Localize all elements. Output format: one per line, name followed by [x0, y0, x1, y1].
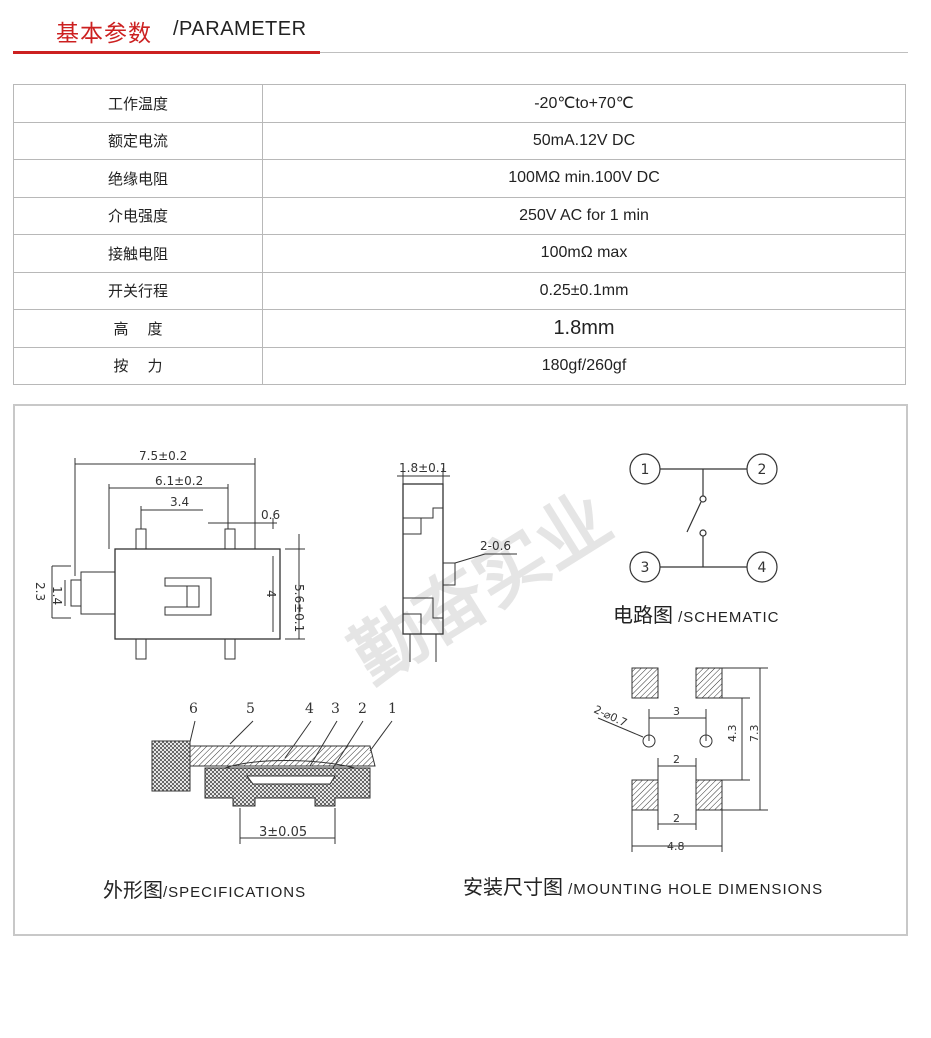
callout-3: 3: [331, 701, 340, 717]
param-label: 按 力: [13, 346, 263, 385]
watermark-text: 勤奋实业: [337, 476, 626, 700]
pin-2-label: 2: [758, 462, 767, 478]
dim-side-pin: 2-0.6: [480, 539, 511, 553]
table-row: 接触电阻 100mΩ max: [13, 234, 906, 273]
section-header: 基本参数 /PARAMETER: [0, 0, 931, 56]
table-row: 工作温度 -20℃to+70℃: [13, 84, 906, 123]
callout-1: 1: [388, 701, 397, 717]
dim-height-total: 5.6±0.1: [292, 584, 306, 632]
section-callouts: 6 5 4 3 2 1 3±0.05: [189, 701, 397, 840]
mounting-caption-en: /MOUNTING HOLE DIMENSIONS: [568, 881, 824, 898]
mounting-caption-cn: 安装尺寸图: [463, 875, 563, 899]
dim-inner-vertical: 4.3: [726, 725, 739, 743]
specifications-caption: 外形图/SPECIFICATIONS: [103, 874, 306, 903]
param-label: 工作温度: [13, 84, 263, 123]
schematic-caption-cn: 电路图: [613, 603, 673, 627]
dim-actuator-inner: 1.4: [50, 586, 64, 605]
side-view-drawing: [397, 468, 517, 662]
pin-1-label: 1: [641, 462, 650, 478]
param-value: 100mΩ max: [262, 234, 906, 273]
callout-4: 4: [305, 701, 314, 717]
specifications-caption-en: /SPECIFICATIONS: [163, 884, 307, 901]
schematic-caption-en: /SCHEMATIC: [678, 609, 780, 626]
technical-drawing: 勤奋实业: [33, 449, 778, 853]
param-label: 介电强度: [13, 196, 263, 235]
param-label: 开关行程: [13, 271, 263, 310]
schematic-drawing: [629, 453, 778, 583]
header-divider: [13, 52, 908, 53]
dim-hole-pitch: 3: [673, 705, 680, 718]
top-view-dimensions: 7.5±0.2 6.1±0.2 3.4 0.6 5.6±0.1 4 2.3 1.…: [33, 449, 306, 632]
specifications-caption-cn: 外形图: [103, 878, 163, 902]
dim-section-width: 3±0.05: [259, 825, 307, 840]
dim-width-total: 7.5±0.2: [139, 449, 187, 463]
pin-3-label: 3: [641, 560, 650, 576]
dim-pin-offset: 3.4: [170, 495, 189, 509]
dim-pad-gap-top: 2: [673, 753, 680, 766]
param-label: 绝缘电阻: [13, 159, 263, 198]
table-row: 额定电流 50mA.12V DC: [13, 121, 906, 160]
schematic-caption: 电路图 /SCHEMATIC: [613, 599, 780, 628]
param-value: 100MΩ min.100V DC: [262, 159, 906, 198]
technical-drawing-panel: 勤奋实业: [13, 404, 908, 936]
table-row: 介电强度 250V AC for 1 min: [13, 196, 906, 235]
table-row: 开关行程 0.25±0.1mm: [13, 271, 906, 310]
dim-pad-gap-bottom: 2: [673, 812, 680, 825]
mounting-caption: 安装尺寸图 /MOUNTING HOLE DIMENSIONS: [463, 871, 823, 900]
param-value: 250V AC for 1 min: [262, 196, 906, 235]
callout-5: 5: [246, 701, 255, 717]
table-row: 绝缘电阻 100MΩ min.100V DC: [13, 159, 906, 198]
table-row: 按 力 180gf/260gf: [13, 346, 906, 385]
schematic-pin-labels: 1 2 3 4: [641, 462, 767, 576]
section-view-drawing: [151, 720, 393, 844]
param-value: 0.25±0.1mm: [262, 271, 906, 310]
dim-width: 4.8: [667, 840, 685, 853]
param-value: 180gf/260gf: [262, 346, 906, 385]
table-row: 高 度 1.8mm: [13, 309, 906, 348]
side-view-dimensions: 1.8±0.1 2-0.6: [399, 461, 511, 553]
top-view-drawing: [51, 458, 305, 660]
header-accent-bar: [13, 51, 320, 54]
dim-pin-width: 0.6: [261, 508, 280, 522]
mounting-drawing: [597, 667, 768, 852]
param-label: 高 度: [13, 309, 263, 348]
section-title-en: /PARAMETER: [173, 18, 307, 40]
dim-holes: 2-⌀0.7: [592, 703, 629, 730]
param-label: 接触电阻: [13, 234, 263, 273]
dim-outer-vertical: 7.3: [748, 725, 761, 743]
callout-6: 6: [189, 701, 198, 717]
param-value: 50mA.12V DC: [262, 121, 906, 160]
dim-actuator-height: 2.3: [33, 582, 47, 601]
param-value: -20℃to+70℃: [262, 84, 906, 123]
dim-thickness: 1.8±0.1: [399, 461, 447, 475]
param-value: 1.8mm: [262, 309, 906, 348]
dim-height-inner: 4: [264, 590, 278, 598]
param-label: 额定电流: [13, 121, 263, 160]
parameter-table: 工作温度 -20℃to+70℃ 额定电流 50mA.12V DC 绝缘电阻 10…: [13, 84, 906, 385]
mounting-dimensions: 2-⌀0.7 3 2 2 4.8 4.3 7.3: [592, 703, 761, 853]
dim-width-inner: 6.1±0.2: [155, 474, 203, 488]
callout-2: 2: [358, 701, 367, 717]
section-title-cn: 基本参数: [56, 21, 152, 47]
pin-4-label: 4: [758, 560, 767, 576]
